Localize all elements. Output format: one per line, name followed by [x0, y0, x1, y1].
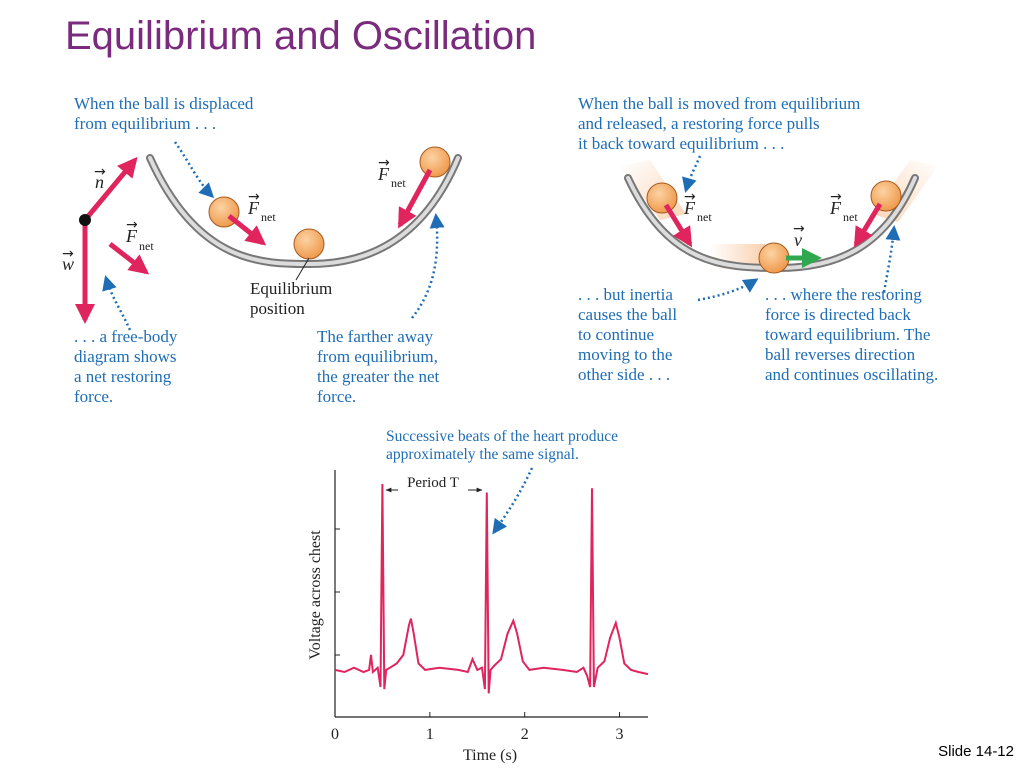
- caption-inertia-line: other side . . .: [578, 365, 671, 384]
- caption-free-body-line: . . . a free-body: [74, 327, 178, 346]
- caption-free-body: . . . a free-body diagram shows a net re…: [74, 327, 177, 407]
- caption-inertia-line: causes the ball: [578, 305, 678, 324]
- label-osc-right-net: net: [843, 210, 858, 224]
- normal-force-arrow: [83, 156, 138, 222]
- leader-farther: [411, 213, 445, 319]
- period-label: Period T: [407, 475, 459, 491]
- x-tick-label: 2: [521, 726, 529, 743]
- period-label-bg: [398, 474, 468, 492]
- left-bowl: F → net F → net Equilibrium position: [146, 146, 462, 318]
- caption-where-line: toward equilibrium. The: [765, 325, 931, 344]
- x-tick-label: 3: [616, 726, 624, 743]
- ecg-signal-line: [334, 483, 649, 694]
- label-fbd-F: F: [125, 226, 138, 246]
- label-left-net: net: [261, 210, 276, 224]
- label-w-arrow-icon: →: [62, 246, 74, 262]
- label-right-F: F: [377, 164, 390, 184]
- leader-displaced: [173, 141, 215, 199]
- label-osc-left-F: F: [683, 198, 696, 218]
- free-body-diagram: n → w → F → net: [62, 156, 154, 324]
- slide-number: Slide 14-12: [938, 743, 1014, 760]
- x-tick-label: 1: [426, 726, 434, 743]
- label-right-net: net: [391, 176, 406, 190]
- caption-displaced-line: When the ball is displaced: [74, 94, 254, 113]
- caption-beats-line: approximately the same signal.: [386, 446, 579, 463]
- caption-where-line: . . . where the restoring: [765, 285, 922, 304]
- right-bowl: F → net F → net v →: [620, 160, 938, 274]
- label-v: v: [794, 230, 802, 250]
- right-net-force-arrow: [397, 168, 433, 229]
- x-axis-label: Time (s): [463, 747, 517, 764]
- label-fbd-net: net: [139, 239, 154, 253]
- label-osc-left-F-arrow-icon: →: [684, 189, 696, 205]
- caption-farther-line: force.: [317, 387, 357, 406]
- caption-free-body-line: a net restoring: [74, 367, 172, 386]
- caption-inertia-line: moving to the: [578, 345, 673, 364]
- label-osc-right-F-arrow-icon: →: [830, 189, 842, 205]
- caption-released-line: and released, a restoring force pulls: [578, 114, 820, 133]
- leader-released: [682, 155, 702, 193]
- label-left-F-arrow-icon: →: [248, 189, 260, 205]
- caption-inertia-line: to continue: [578, 325, 655, 344]
- caption-released-line: When the ball is moved from equilibrium: [578, 94, 861, 113]
- ball-equilibrium: [293, 228, 325, 260]
- caption-released-line: it back toward equilibrium . . .: [578, 134, 785, 153]
- caption-where: . . . where the restoring force is direc…: [765, 285, 938, 385]
- label-v-arrow-icon: →: [793, 221, 805, 237]
- caption-displaced-line: from equilibrium . . .: [74, 114, 217, 133]
- caption-free-body-line: diagram shows: [74, 347, 177, 366]
- ecg-y-ticks: [335, 528, 340, 656]
- ball-osc-left: [646, 182, 678, 214]
- label-osc-left-net: net: [697, 210, 712, 224]
- leader-inertia: [697, 278, 759, 302]
- label-left-F: F: [247, 198, 260, 218]
- label-right-F-arrow-icon: →: [378, 155, 390, 171]
- label-n-arrow-icon: →: [94, 164, 106, 180]
- caption-beats-line: Successive beats of the heart produce: [386, 428, 618, 445]
- caption-beats: Successive beats of the heart produce ap…: [386, 428, 618, 464]
- caption-where-line: and continues oscillating.: [765, 365, 939, 384]
- leader-free-body: [102, 275, 132, 331]
- ball-osc-middle: [758, 242, 790, 274]
- label-fbd-F-arrow-icon: →: [126, 217, 138, 233]
- osc-left-force-arrow: [663, 203, 693, 248]
- caption-farther-line: from equilibrium,: [317, 347, 438, 366]
- equilibrium-label-line1: Equilibrium: [250, 279, 332, 298]
- caption-farther: The farther away from equilibrium, the g…: [317, 327, 439, 407]
- caption-inertia: . . . but inertia causes the ball to con…: [578, 285, 677, 385]
- ball-osc-right: [870, 180, 902, 212]
- osc-right-force-arrow: [853, 202, 883, 248]
- label-n: n: [95, 172, 104, 192]
- caption-released: When the ball is moved from equilibrium …: [578, 94, 860, 154]
- equilibrium-pointer: [295, 257, 310, 281]
- caption-farther-line: The farther away: [317, 327, 434, 346]
- ecg-x-ticks: 0 1 2 3: [331, 712, 624, 743]
- left-net-force-arrow: [227, 214, 267, 246]
- fbd-point: [79, 214, 91, 226]
- ball-right-displaced: [419, 146, 451, 178]
- page-title: Equilibrium and Oscillation: [65, 14, 537, 58]
- y-axis-label: Voltage across chest: [307, 530, 324, 660]
- label-osc-right-F: F: [829, 198, 842, 218]
- equilibrium-label-line2: position: [250, 299, 305, 318]
- leader-where: [882, 225, 901, 293]
- caption-displaced: When the ball is displaced from equilibr…: [74, 94, 253, 134]
- caption-where-line: ball reverses direction: [765, 345, 916, 364]
- leader-beats: [492, 467, 534, 535]
- caption-inertia-line: . . . but inertia: [578, 285, 673, 304]
- caption-farther-line: the greater the net: [317, 367, 440, 386]
- caption-free-body-line: force.: [74, 387, 114, 406]
- fbd-net-force-arrow: [108, 242, 150, 275]
- ecg-chart: 0 1 2 3 Period T Time (s) Voltage across ch…: [307, 467, 649, 764]
- x-tick-label: 0: [331, 726, 339, 743]
- caption-where-line: force is directed back: [765, 305, 911, 324]
- label-w: w: [62, 254, 74, 274]
